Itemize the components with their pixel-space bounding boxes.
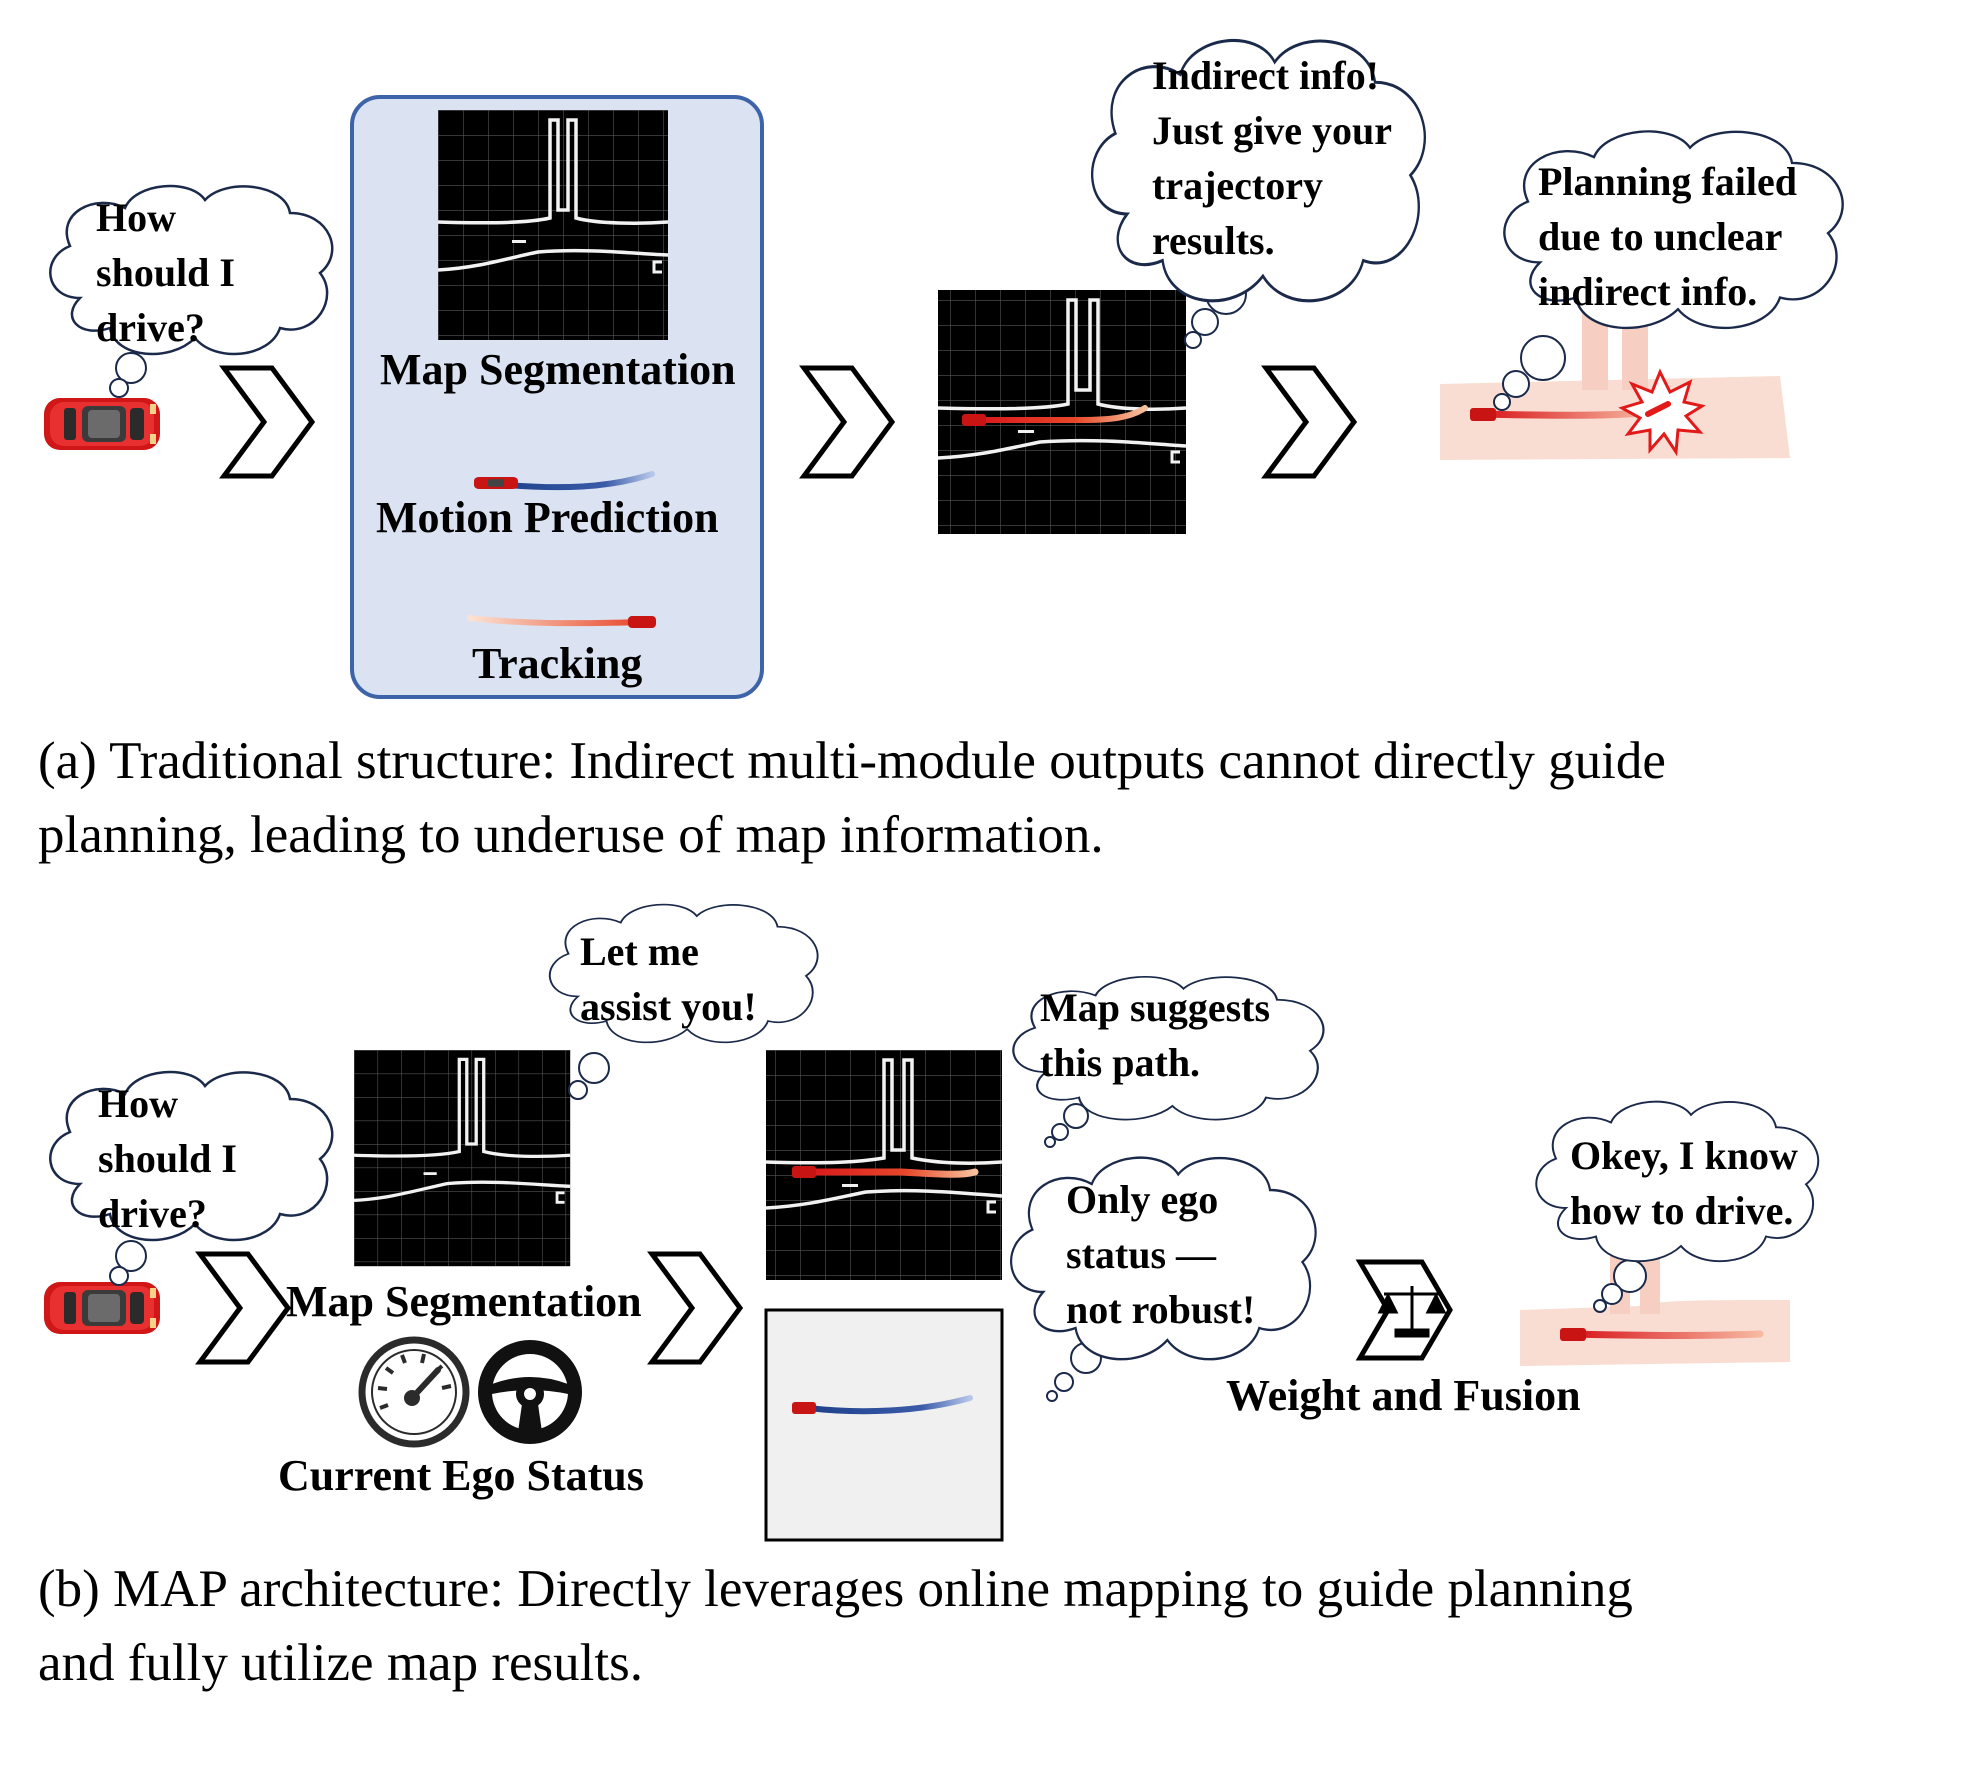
motion-prediction-label: Motion Prediction — [376, 493, 719, 542]
tracking-trajectory — [467, 615, 643, 627]
car-icon — [44, 1282, 160, 1334]
bubble-failed-text: Planning failed due to unclear indirect … — [1538, 159, 1797, 314]
success-planning-scene — [1520, 1228, 1792, 1408]
map-segmentation-image — [352, 1048, 572, 1268]
bubble-ego-text: Only ego status — not robust! — [1066, 1177, 1256, 1332]
chevron-arrow-icon — [200, 1254, 288, 1362]
bubble-indirect-text: Indirect info! Just give your trajectory… — [1152, 53, 1392, 263]
explosion-icon — [1618, 368, 1706, 457]
car-icon — [44, 398, 160, 450]
chevron-arrow-icon — [652, 1254, 740, 1362]
map-segmentation-image — [436, 108, 670, 342]
map-with-trajectory — [937, 290, 1187, 534]
ego-trajectory-box — [764, 1308, 1004, 1542]
caption-a: (a) Traditional structure: Indirect mult… — [38, 732, 1666, 864]
bubble-know-text: Okey, I know how to drive. — [1570, 1133, 1798, 1233]
weight-fusion-arrow — [1355, 1259, 1453, 1361]
bubble-map-path-text: Map suggests this path. — [1040, 985, 1271, 1085]
tracking-label: Tracking — [472, 639, 643, 688]
bubble-how-b-text: How should I drive? — [98, 1081, 237, 1236]
failed-planning-scene — [1440, 290, 1792, 600]
weight-fusion-label: Weight and Fusion — [1226, 1371, 1581, 1420]
caption-b: (b) MAP architecture: Directly leverages… — [38, 1560, 1633, 1692]
bubble-assist-text: Let me assist you! — [580, 929, 757, 1029]
bubble-how-text: How should I drive? — [96, 195, 235, 350]
map-with-path — [765, 1050, 1003, 1280]
map-segmentation-label-b: Map Segmentation — [286, 1277, 642, 1326]
map-segmentation-label: Map Segmentation — [380, 345, 736, 394]
scale-icon — [1377, 1286, 1447, 1338]
speedometer-icon — [358, 1336, 470, 1448]
chevron-arrow-icon — [1266, 368, 1354, 476]
current-ego-status-label: Current Ego Status — [278, 1451, 644, 1500]
steering-wheel-icon — [478, 1340, 582, 1444]
chevron-arrow-icon — [804, 368, 892, 476]
chevron-arrow-icon — [224, 368, 312, 476]
